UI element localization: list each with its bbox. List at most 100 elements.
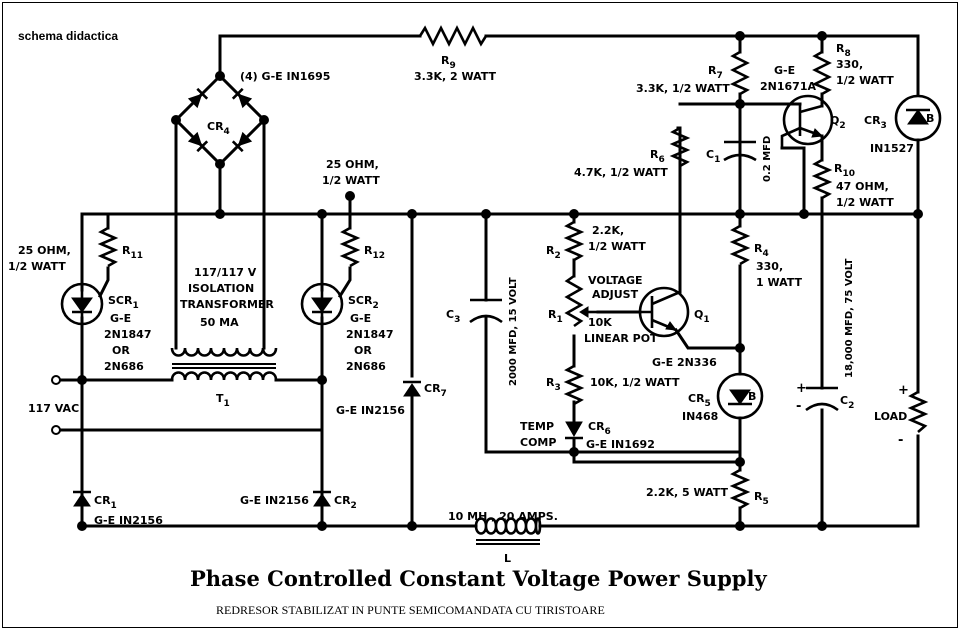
- c3-labels: C3 2000 MFD, 15 VOLT: [446, 277, 519, 386]
- r1-labels: VOLTAGE ADJUST R1 10K LINEAR POT: [548, 274, 658, 345]
- svg-text:T1: T1: [216, 392, 230, 409]
- svg-text:CR1: CR1: [94, 494, 117, 511]
- svg-text:G-E: G-E: [110, 312, 131, 325]
- svg-text:2N686: 2N686: [104, 360, 144, 373]
- svg-text:CR6: CR6: [588, 420, 611, 437]
- svg-text:TRANSFORMER: TRANSFORMER: [180, 298, 274, 311]
- svg-text:2N1671A: 2N1671A: [760, 80, 816, 93]
- svg-text:2N1847: 2N1847: [346, 328, 393, 341]
- svg-text:R11: R11: [122, 244, 143, 261]
- c2-labels: 18,000 MFD, 75 VOLT + - C2: [796, 258, 855, 414]
- svg-text:LOAD: LOAD: [874, 410, 907, 423]
- svg-text:C3: C3: [446, 308, 460, 325]
- svg-text:G-E IN2156: G-E IN2156: [94, 514, 163, 527]
- svg-text:R9: R9: [441, 54, 456, 71]
- svg-text:CR4: CR4: [207, 120, 230, 137]
- load-labels: + LOAD -: [874, 383, 909, 448]
- svg-text:OR: OR: [354, 344, 372, 357]
- scr1-labels: SCR1 G-E 2N1847 OR 2N686: [104, 294, 151, 373]
- svg-text:R10: R10: [834, 162, 855, 179]
- svg-text:50 MA: 50 MA: [200, 316, 239, 329]
- cr6-labels: TEMP COMP CR6 G-E IN1692: [520, 420, 655, 451]
- r4-resistor: [729, 224, 751, 266]
- scr1-thyristor: [60, 282, 104, 326]
- svg-text:TEMP: TEMP: [520, 420, 554, 433]
- svg-text:C1: C1: [706, 148, 720, 165]
- svg-text:2.2K, 5 WATT: 2.2K, 5 WATT: [646, 486, 729, 499]
- svg-text:-: -: [898, 433, 903, 448]
- svg-text:ADJUST: ADJUST: [592, 288, 639, 301]
- svg-text:B: B: [748, 390, 756, 403]
- r7-labels: R7 3.3K, 1/2 WATT: [636, 64, 730, 95]
- svg-text:330,: 330,: [756, 260, 783, 273]
- svg-text:-: -: [796, 399, 801, 414]
- schema-tag: schema didactica: [18, 29, 118, 43]
- cr5-labels: CR5 IN468 B: [682, 390, 756, 423]
- cr4-labels: (4) G-E IN1695 CR4: [207, 70, 330, 137]
- input-voltage-label: 117 VAC: [28, 402, 79, 415]
- r4-labels: R4 330, 1 WATT: [754, 242, 803, 289]
- svg-text:CR5: CR5: [688, 392, 711, 409]
- svg-text:R3: R3: [546, 376, 561, 393]
- q1-transistor: [638, 286, 690, 338]
- r8-resistor: [811, 50, 832, 96]
- svg-text:COMP: COMP: [520, 436, 556, 449]
- svg-text:IN468: IN468: [682, 410, 718, 423]
- svg-text:G-E: G-E: [774, 64, 795, 77]
- r5-resistor: [729, 468, 751, 510]
- cr2-diode: [313, 490, 331, 507]
- svg-text:1/2 WATT: 1/2 WATT: [8, 260, 66, 273]
- svg-text:SCR2: SCR2: [348, 294, 379, 311]
- svg-text:L: L: [504, 552, 511, 565]
- svg-text:0.2 MFD: 0.2 MFD: [762, 136, 773, 182]
- cr4-bridge-diodes: [187, 87, 253, 153]
- svg-text:117/117 V: 117/117 V: [194, 266, 257, 279]
- cr6-diode: [565, 421, 583, 440]
- svg-text:G-E IN1692: G-E IN1692: [586, 438, 655, 451]
- svg-text:10K: 10K: [588, 316, 612, 329]
- svg-text:1/2 WATT: 1/2 WATT: [836, 196, 894, 209]
- r9-labels: R9 3.3K, 2 WATT: [414, 54, 497, 83]
- r9-resistor: [418, 25, 488, 47]
- r3-resistor: [563, 364, 585, 406]
- cr7-labels: CR7 G-E IN2156: [336, 382, 447, 417]
- r10-resistor: [811, 158, 833, 200]
- load-resistor: [907, 390, 929, 433]
- svg-text:G-E IN2156: G-E IN2156: [336, 404, 405, 417]
- r3-labels: R3 10K, 1/2 WATT: [546, 376, 680, 393]
- q2-labels: G-E 2N1671A Q2: [760, 64, 846, 131]
- svg-text:+: +: [898, 383, 909, 398]
- svg-text:R1: R1: [548, 308, 563, 325]
- q2-transistor: [780, 94, 834, 148]
- svg-text:18,000 MFD, 75 VOLT: 18,000 MFD, 75 VOLT: [844, 258, 855, 378]
- svg-text:4.7K, 1/2 WATT: 4.7K, 1/2 WATT: [574, 166, 668, 179]
- svg-text:R7: R7: [708, 64, 723, 81]
- svg-text:ISOLATION: ISOLATION: [188, 282, 254, 295]
- svg-text:CR7: CR7: [424, 382, 447, 399]
- svg-text:1/2 WATT: 1/2 WATT: [322, 174, 380, 187]
- svg-text:25 OHM,: 25 OHM,: [326, 158, 379, 171]
- svg-text:VOLTAGE: VOLTAGE: [588, 274, 643, 287]
- l-choke: [474, 517, 542, 545]
- svg-text:R6: R6: [650, 148, 665, 165]
- cr1-labels: CR1 G-E IN2156: [94, 494, 163, 527]
- c3-capacitor: [469, 298, 503, 324]
- svg-text:2.2K,: 2.2K,: [592, 224, 624, 237]
- svg-text:R2: R2: [546, 244, 561, 261]
- svg-text:B: B: [926, 112, 934, 125]
- svg-text:R12: R12: [364, 244, 385, 261]
- r5-labels: 2.2K, 5 WATT R5: [646, 486, 769, 507]
- cr1-diode: [73, 490, 91, 507]
- junction-dots: [51, 31, 923, 531]
- r6-resistor: [669, 126, 691, 168]
- svg-text:OR: OR: [112, 344, 130, 357]
- diagram-subtitle: REDRESOR STABILIZAT IN PUNTE SEMICOMANDA…: [216, 603, 605, 617]
- svg-text:Q2: Q2: [830, 114, 846, 131]
- q1-labels: Q1 G-E 2N336: [652, 308, 717, 369]
- svg-text:R5: R5: [754, 490, 769, 507]
- svg-text:2000 MFD, 15 VOLT: 2000 MFD, 15 VOLT: [508, 277, 519, 386]
- scr2-labels: SCR2 G-E 2N1847 OR 2N686: [346, 294, 393, 373]
- svg-text:330,: 330,: [836, 58, 863, 71]
- svg-text:47 OHM,: 47 OHM,: [836, 180, 889, 193]
